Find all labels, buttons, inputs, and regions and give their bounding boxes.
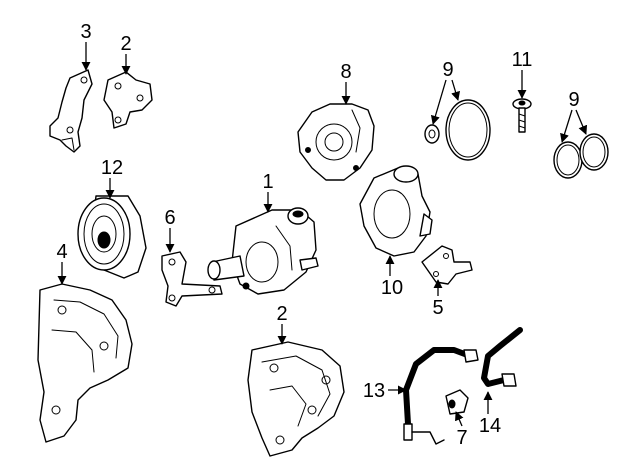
part-8-pump-housing — [297, 103, 375, 181]
leader-lines — [57, 42, 588, 427]
callout-5: 5 — [432, 297, 443, 319]
part-4-shield-bracket — [37, 283, 133, 443]
part-5-bracket — [421, 245, 473, 285]
part-13-pressure-hose — [403, 347, 479, 445]
callout-2-bottom: 2 — [276, 303, 287, 325]
callout-2-top: 2 — [120, 33, 131, 55]
callout-9-right: 9 — [568, 89, 579, 111]
callout-10: 10 — [381, 277, 403, 299]
part-14-return-hose — [481, 327, 523, 387]
callout-1: 1 — [262, 171, 273, 193]
part-1-pump-assembly — [207, 207, 319, 295]
leader-9-right-b — [575, 109, 588, 135]
part-3-bracket — [49, 69, 93, 153]
part-2-top-bracket — [103, 71, 153, 129]
callout-labels: 3 2 8 9 11 9 12 1 6 4 10 5 2 13 7 14 — [56, 21, 579, 449]
callout-14: 14 — [479, 415, 501, 437]
part-6-bracket — [161, 251, 223, 307]
callout-11: 11 — [512, 49, 533, 71]
part-10-reservoir — [359, 165, 433, 257]
leader-9-left-b — [451, 79, 461, 101]
callout-13: 13 — [363, 380, 385, 402]
callout-7: 7 — [456, 427, 467, 449]
callout-9-left: 9 — [442, 59, 453, 81]
part-12-pulley — [77, 195, 147, 279]
callout-8: 8 — [340, 61, 351, 83]
part-2-bottom-bracket — [247, 341, 345, 457]
leader-7 — [455, 411, 464, 427]
part-11-stud-bolt — [512, 98, 532, 133]
callout-3: 3 — [80, 21, 91, 43]
part-7-fitting — [445, 389, 469, 415]
leader-9-left-a — [430, 79, 447, 125]
part-9-seal-set-left — [424, 99, 491, 161]
callout-12: 12 — [101, 157, 123, 179]
leader-9-right-a — [560, 109, 573, 143]
callout-4: 4 — [56, 241, 67, 263]
callout-6: 6 — [164, 207, 175, 229]
